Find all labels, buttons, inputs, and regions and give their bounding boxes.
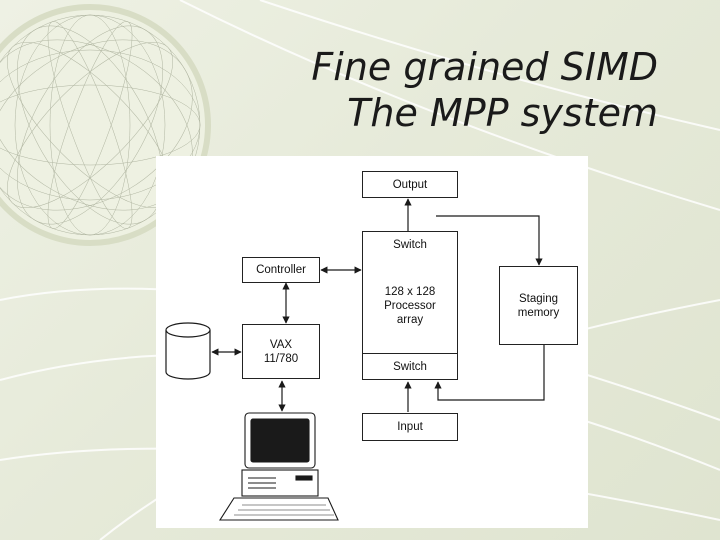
mpp-system-diagram: Output Switch 128 x 128 Processor array … xyxy=(156,156,588,528)
staging-memory-label: Staging memory xyxy=(517,292,560,319)
switch-top-box: Switch xyxy=(362,231,458,258)
processor-array-label: 128 x 128 Processor array xyxy=(384,285,436,326)
staging-memory-box: Staging memory xyxy=(499,266,578,345)
computer-terminal-icon xyxy=(218,412,339,521)
diagram-connectors xyxy=(165,198,545,521)
arrow-switch-to-staging xyxy=(436,215,543,266)
switch-bottom-label: Switch xyxy=(393,360,427,373)
output-label: Output xyxy=(392,178,428,191)
output-box: Output xyxy=(362,171,458,198)
controller-box: Controller xyxy=(242,257,320,283)
title-line-2: The MPP system xyxy=(347,91,658,135)
slide-title: Fine grained SIMD The MPP system xyxy=(311,44,658,136)
vax-label: VAX 11/780 xyxy=(263,338,299,365)
switch-top-label: Switch xyxy=(393,238,427,251)
input-label: Input xyxy=(397,421,423,433)
vax-box: VAX 11/780 xyxy=(242,324,320,379)
arrow-staging-to-switch xyxy=(434,345,545,401)
disk-icon xyxy=(165,322,211,380)
processor-array-box: 128 x 128 Processor array xyxy=(362,257,458,354)
title-line-1: Fine grained SIMD xyxy=(311,45,658,89)
switch-bottom-box: Switch xyxy=(362,353,458,380)
input-box: Input xyxy=(362,413,458,441)
controller-label: Controller xyxy=(256,264,306,276)
wireframe-sphere-decoration xyxy=(0,4,211,246)
